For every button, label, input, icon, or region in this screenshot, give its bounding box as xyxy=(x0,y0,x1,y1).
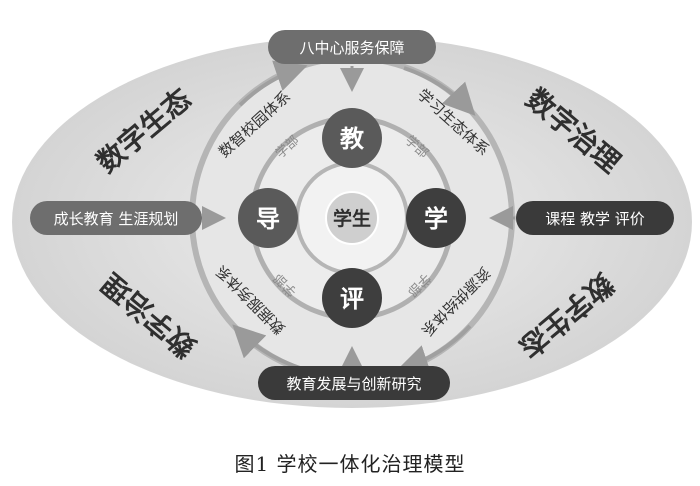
core-node-evaluate: 评 xyxy=(322,268,382,328)
center-node-student-label: 学生 xyxy=(333,207,371,230)
core-node-teach: 教 xyxy=(322,108,382,168)
ring-arrow-top-left xyxy=(238,60,308,107)
pill-top-service: 八中心服务保障 xyxy=(268,30,436,64)
pill-top-service-label: 八中心服务保障 xyxy=(299,39,404,57)
ring-arrow-bottom-right xyxy=(396,324,472,376)
pill-right-curriculum-label: 课程 教学 评价 xyxy=(545,210,645,228)
core-node-teach-label: 教 xyxy=(340,125,365,153)
center-node-student: 学生 xyxy=(325,191,379,245)
pill-left-growth-label: 成长教育 生涯规划 xyxy=(54,210,179,228)
core-node-learn: 学 xyxy=(406,188,466,248)
pill-right-curriculum: 课程 教学 评价 xyxy=(516,201,674,235)
core-node-guide-label: 导 xyxy=(256,205,280,233)
pill-left-growth: 成长教育 生涯规划 xyxy=(30,201,202,235)
core-node-learn-label: 学 xyxy=(424,205,448,233)
pill-bottom-research-label: 教育发展与创新研究 xyxy=(286,375,421,393)
core-node-evaluate-label: 评 xyxy=(340,285,364,313)
ring-arrow-top-right xyxy=(403,66,476,116)
core-node-guide: 导 xyxy=(238,188,298,248)
figure-caption: 图1 学校一体化治理模型 xyxy=(234,452,466,476)
pill-bottom-research: 教育发展与创新研究 xyxy=(258,366,450,400)
